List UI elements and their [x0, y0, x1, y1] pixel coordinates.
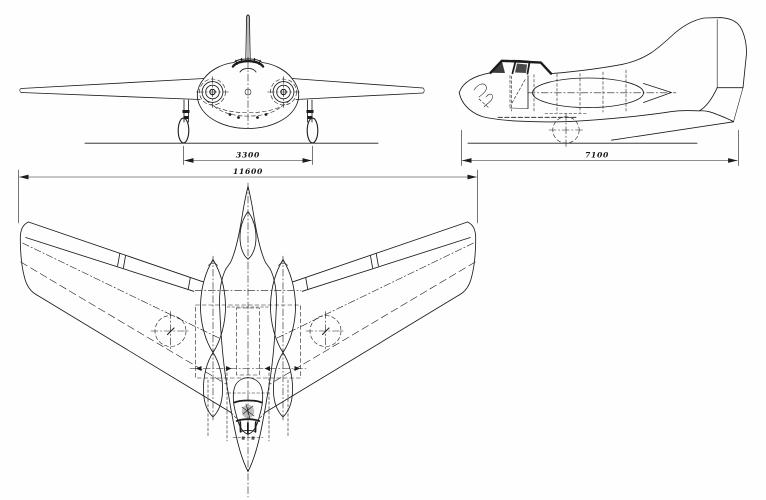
side-canopy-strut-2 — [526, 61, 531, 75]
plan-cockpit-hatch — [241, 403, 255, 420]
plan-right-flap-edge — [301, 237, 471, 292]
plan-exhaust-teardrop — [239, 211, 257, 260]
plan-right-wingtip — [459, 221, 477, 296]
side-tailcone-edge — [733, 87, 744, 123]
plan-left-leading-edge — [36, 294, 232, 413]
plan-right-wing — [259, 221, 477, 419]
plan-left-trailing-edge — [28, 221, 204, 283]
front-left-wingtip — [19, 88, 22, 93]
wingspan-dimension-label: 11600 — [233, 167, 263, 176]
front-right-wing-lower — [295, 92, 424, 100]
plan-cockpit — [232, 377, 264, 440]
side-aft-lower — [699, 87, 718, 112]
plan-left-aux-line — [20, 261, 227, 385]
front-left-wing-lower — [20, 92, 201, 100]
side-windshield — [490, 60, 505, 73]
wingspan-dimension: 11600 — [18, 167, 478, 224]
plan-right-aux-line — [269, 261, 476, 385]
plan-view — [19, 182, 477, 498]
plan-fin-right-edge — [247, 186, 271, 270]
plan-gear-bay-boxes — [195, 304, 301, 379]
length-dimension-label: 7100 — [585, 151, 609, 160]
side-station-lines — [511, 69, 627, 113]
plan-right-trailing-edge — [292, 221, 468, 283]
front-left-engine — [196, 76, 229, 108]
plan-right-leading-edge — [264, 294, 460, 413]
side-exhaust-cone — [643, 83, 672, 103]
plan-right-wheel — [305, 311, 346, 351]
front-windscreen-inner-arc — [239, 68, 257, 73]
track-dimension-label: 3300 — [236, 151, 260, 160]
plan-fin-left-edge — [225, 186, 249, 270]
side-length-dimension: 7100 — [461, 129, 739, 166]
side-view: 7100 — [458, 17, 747, 166]
side-fuselage-belly — [458, 92, 734, 123]
plan-left-wheel — [150, 311, 191, 351]
front-view: 3300 — [19, 14, 425, 165]
plan-fuselage-left — [219, 268, 249, 472]
side-clearance-line — [611, 121, 734, 141]
plan-left-spar — [22, 242, 220, 339]
plan-left-wingtip — [19, 221, 37, 296]
side-headrest — [515, 63, 527, 73]
front-right-gear — [306, 99, 319, 144]
front-right-wing-upper — [291, 78, 424, 89]
front-track-dimension: 3300 — [183, 145, 313, 165]
plan-fuselage-right — [247, 268, 277, 472]
front-right-engine — [267, 76, 300, 108]
front-left-gear — [177, 99, 190, 144]
front-inner-arc-2 — [213, 105, 283, 117]
side-fuselage-upper — [458, 17, 747, 93]
plan-right-spar — [276, 242, 474, 339]
plan-left-flap-edge — [25, 237, 195, 292]
side-wheel — [548, 113, 584, 147]
front-left-wing-upper — [20, 78, 205, 89]
front-fuselage-outline — [196, 58, 300, 129]
front-right-wingtip — [422, 87, 425, 94]
side-canopy-strut-1 — [511, 60, 517, 75]
front-rivet-dots — [228, 113, 268, 119]
front-fin — [245, 14, 251, 61]
plan-left-wing — [19, 221, 237, 419]
plan-datum-arrows — [189, 366, 307, 371]
plan-nose-construction-lines — [207, 367, 289, 442]
side-cockpit-sketch — [473, 75, 529, 109]
front-inner-arc-1 — [205, 99, 291, 113]
